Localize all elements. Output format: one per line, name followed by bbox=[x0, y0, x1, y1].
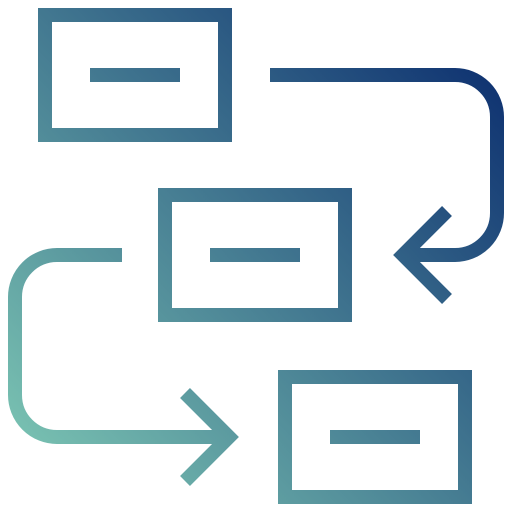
arrow-step1-to-step2 bbox=[270, 68, 504, 304]
arrow-step2-to-step3 bbox=[8, 248, 239, 486]
step-2-box bbox=[158, 188, 352, 322]
arrowhead-right-icon bbox=[180, 388, 239, 486]
step-3-box bbox=[278, 370, 472, 504]
arrowhead-left-icon bbox=[393, 206, 452, 304]
step-1-box bbox=[38, 8, 232, 142]
